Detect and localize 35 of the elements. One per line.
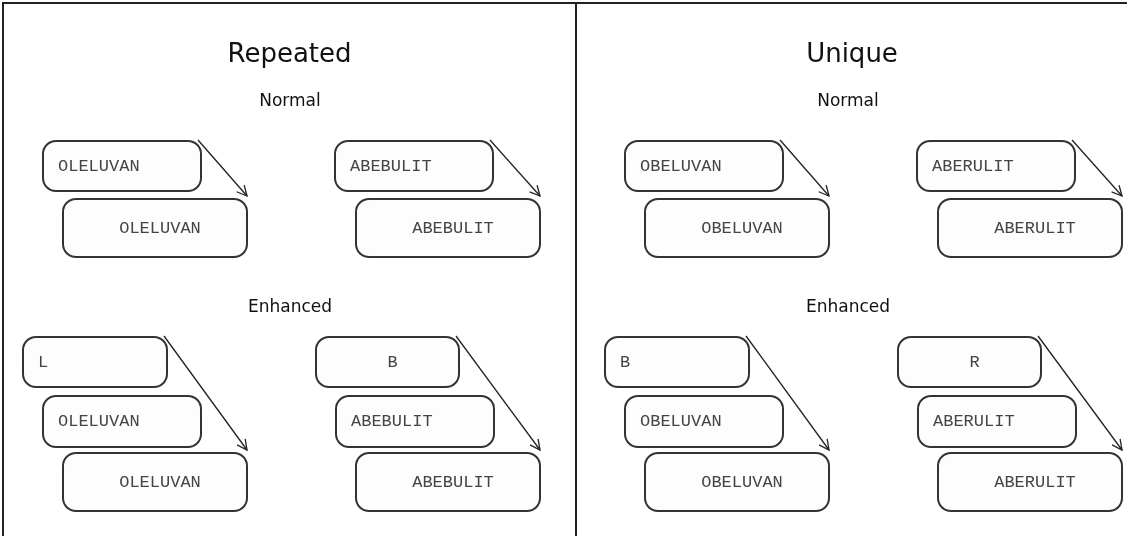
rounded-box: ABEBULIT bbox=[355, 452, 541, 512]
rounded-box: OLELUVAN bbox=[42, 395, 202, 448]
rounded-box: OBELUVAN bbox=[644, 198, 830, 258]
rounded-box: L bbox=[22, 336, 168, 388]
rounded-box: OBELUVAN bbox=[624, 140, 784, 192]
section-heading: Enhanced bbox=[805, 296, 891, 316]
rounded-box: B bbox=[315, 336, 460, 388]
arrow bbox=[163, 335, 248, 451]
panel-title: Unique bbox=[805, 38, 899, 68]
rounded-box: R bbox=[897, 336, 1042, 388]
rounded-box: OBELUVAN bbox=[644, 452, 830, 512]
rounded-box: ABERULIT bbox=[937, 452, 1123, 512]
arrow bbox=[745, 335, 830, 451]
rounded-box: OLELUVAN bbox=[62, 198, 248, 258]
arrow bbox=[197, 139, 248, 197]
arrow bbox=[1037, 335, 1123, 451]
section-heading: Normal bbox=[817, 90, 879, 110]
rounded-box: ABEBULIT bbox=[335, 395, 495, 448]
arrow bbox=[779, 139, 830, 197]
rounded-box: OBELUVAN bbox=[624, 395, 784, 448]
rounded-box: ABEBULIT bbox=[355, 198, 541, 258]
rounded-box: ABERULIT bbox=[917, 395, 1077, 448]
rounded-box: OLELUVAN bbox=[42, 140, 202, 192]
rounded-box: ABEBULIT bbox=[334, 140, 494, 192]
rounded-box: ABERULIT bbox=[937, 198, 1123, 258]
arrow bbox=[455, 335, 541, 451]
arrow bbox=[489, 139, 541, 197]
rounded-box: OLELUVAN bbox=[62, 452, 248, 512]
section-heading: Enhanced bbox=[247, 296, 333, 316]
arrow bbox=[1071, 139, 1123, 197]
panel-title: Repeated bbox=[226, 38, 353, 68]
panel bbox=[2, 2, 577, 536]
rounded-box: B bbox=[604, 336, 750, 388]
rounded-box: ABERULIT bbox=[916, 140, 1076, 192]
section-heading: Normal bbox=[259, 90, 321, 110]
